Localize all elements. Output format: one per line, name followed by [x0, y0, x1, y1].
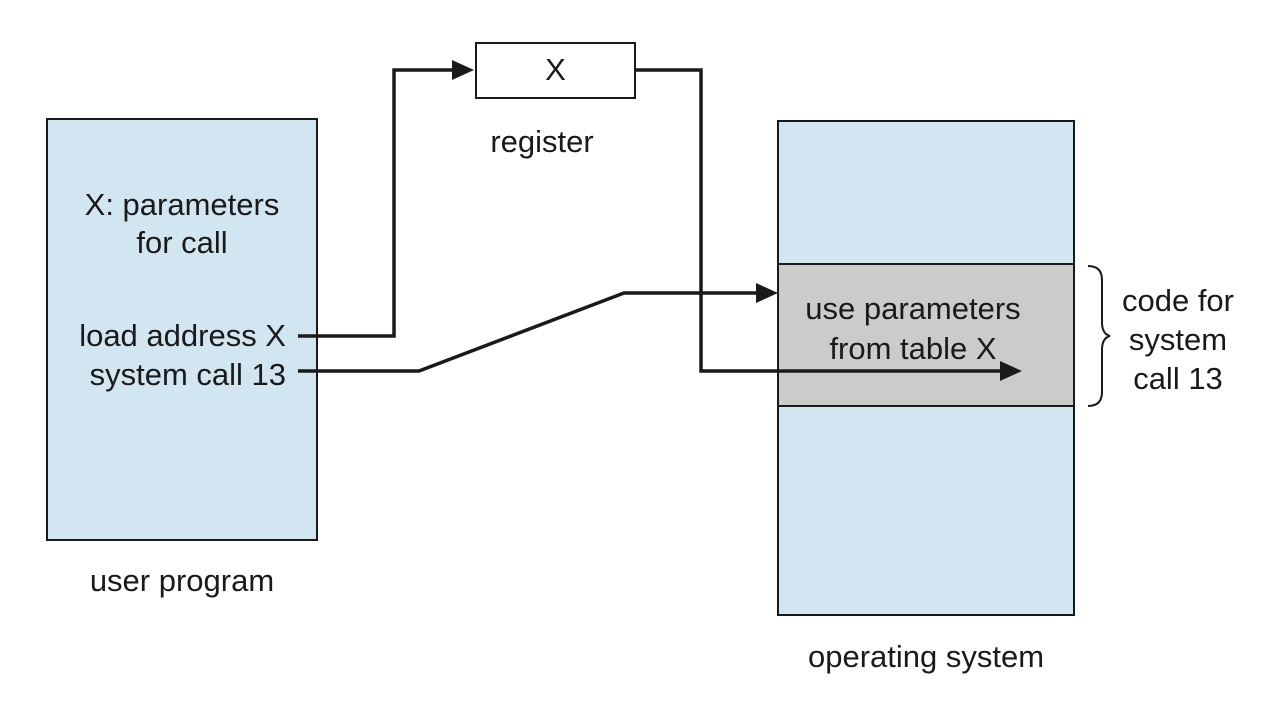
system-call-brace	[1087, 265, 1111, 407]
region-text-line1: use parameters	[805, 291, 1021, 326]
user-program-label: user program	[89, 563, 275, 598]
system-call-instruction: system call 13	[89, 357, 286, 392]
operating-system-label: operating system	[807, 639, 1045, 674]
params-label-line1: X: parameters	[84, 187, 280, 222]
brace-label-line2: system	[1128, 322, 1228, 357]
load-to-register-arrowhead	[452, 60, 474, 80]
syscall-to-os-arrowhead	[756, 283, 778, 303]
syscall-to-os-arrow	[298, 291, 760, 373]
register-box	[475, 42, 636, 99]
load-address-instruction: load address X	[79, 318, 286, 353]
user-program-box	[46, 118, 318, 541]
register-label: register	[490, 124, 594, 159]
params-label-line2: for call	[136, 225, 228, 260]
region-text-line2: from table X	[829, 331, 997, 366]
brace-label-line1: code for	[1121, 283, 1234, 318]
brace-label-line3: call 13	[1133, 361, 1223, 396]
load-to-register-arrow	[298, 68, 468, 338]
register-value: X	[545, 52, 566, 87]
